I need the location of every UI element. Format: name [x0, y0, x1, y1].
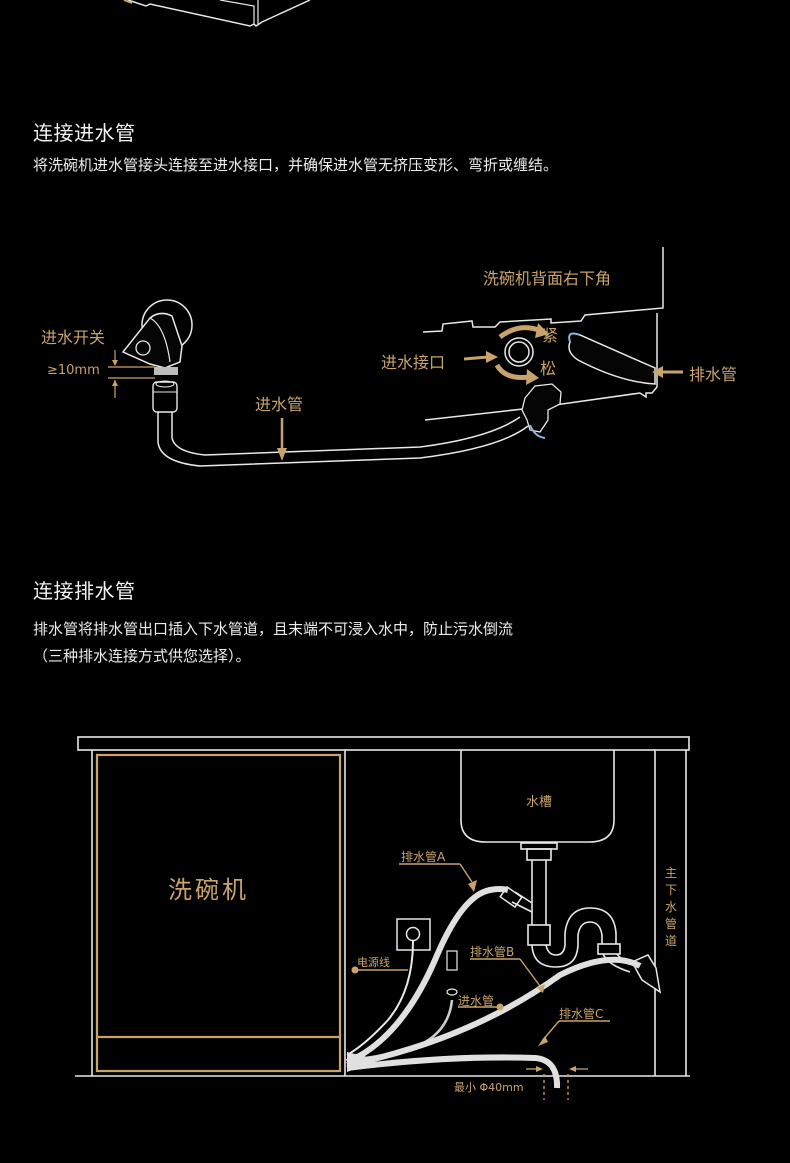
main-drain-char: 主 — [664, 866, 677, 880]
hoses — [345, 886, 642, 1089]
inlet-hose-label-bottom: 进水管 — [458, 994, 495, 1008]
main-drain-label: 主 下 水 管 道 — [663, 865, 679, 950]
inlet-section-title: 连接进水管 — [33, 121, 136, 145]
dishwasher-box — [95, 753, 342, 1073]
min-diameter-label: 最小 Φ40mm — [454, 1081, 524, 1094]
drain-hose-a — [345, 886, 509, 1065]
drain-hose-b — [346, 956, 642, 1068]
drain-section-title: 连接排水管 — [33, 579, 136, 603]
loosen-label: 松 — [540, 359, 557, 378]
water-valve-icon — [121, 299, 193, 375]
clearance-label: ≥10mm — [47, 363, 100, 378]
dishwasher-label: 洗碗机 — [168, 876, 249, 904]
drain-hose-b-label: 排水管B — [470, 945, 515, 959]
countertop — [77, 736, 690, 751]
main-drain-char: 道 — [664, 934, 677, 948]
drain-hose-label: 排水管 — [689, 365, 738, 384]
corner-label: 洗碗机背面右下角 — [483, 269, 612, 288]
main-drain-char: 水 — [664, 900, 677, 914]
sink-basin — [460, 750, 615, 843]
p-trap-pipe — [520, 842, 646, 973]
inlet-port-label: 进水接口 — [381, 353, 446, 372]
inlet-hose-label: 进水管 — [255, 395, 304, 414]
appliance-outline-top — [123, 0, 311, 27]
inlet-section-description: 将洗碗机进水管接头连接至进水接口，并确保进水管无挤压变形、弯折或缠结。 — [33, 156, 559, 174]
inlet-hose — [152, 380, 562, 467]
drain-hose-a-label: 排水管A — [401, 850, 446, 864]
port-pointer-arrow-icon — [463, 355, 489, 361]
tighten-label: 紧 — [542, 326, 559, 345]
loosen-arrow-icon — [494, 363, 531, 380]
main-drain-char: 管 — [664, 917, 677, 931]
main-drain-char: 下 — [664, 883, 677, 897]
inlet-diagram — [108, 247, 683, 467]
drain-hose-stub — [568, 332, 656, 385]
valve-label: 进水开关 — [41, 328, 106, 347]
drain-hose-c — [346, 1054, 561, 1089]
drain-section-description-line2: （三种排水连接方式供您选择）。 — [33, 647, 251, 665]
inlet-port-icon — [504, 337, 534, 367]
drain-hose-c-label: 排水管C — [559, 1007, 604, 1021]
sink-label: 水槽 — [526, 795, 553, 810]
power-cord — [346, 940, 414, 1056]
drain-section-description-line1: 排水管将排水管出口插入下水管道，且末端不可浸入水中，防止污水倒流 — [33, 620, 514, 638]
power-cord-label: 电源线 — [357, 956, 390, 969]
